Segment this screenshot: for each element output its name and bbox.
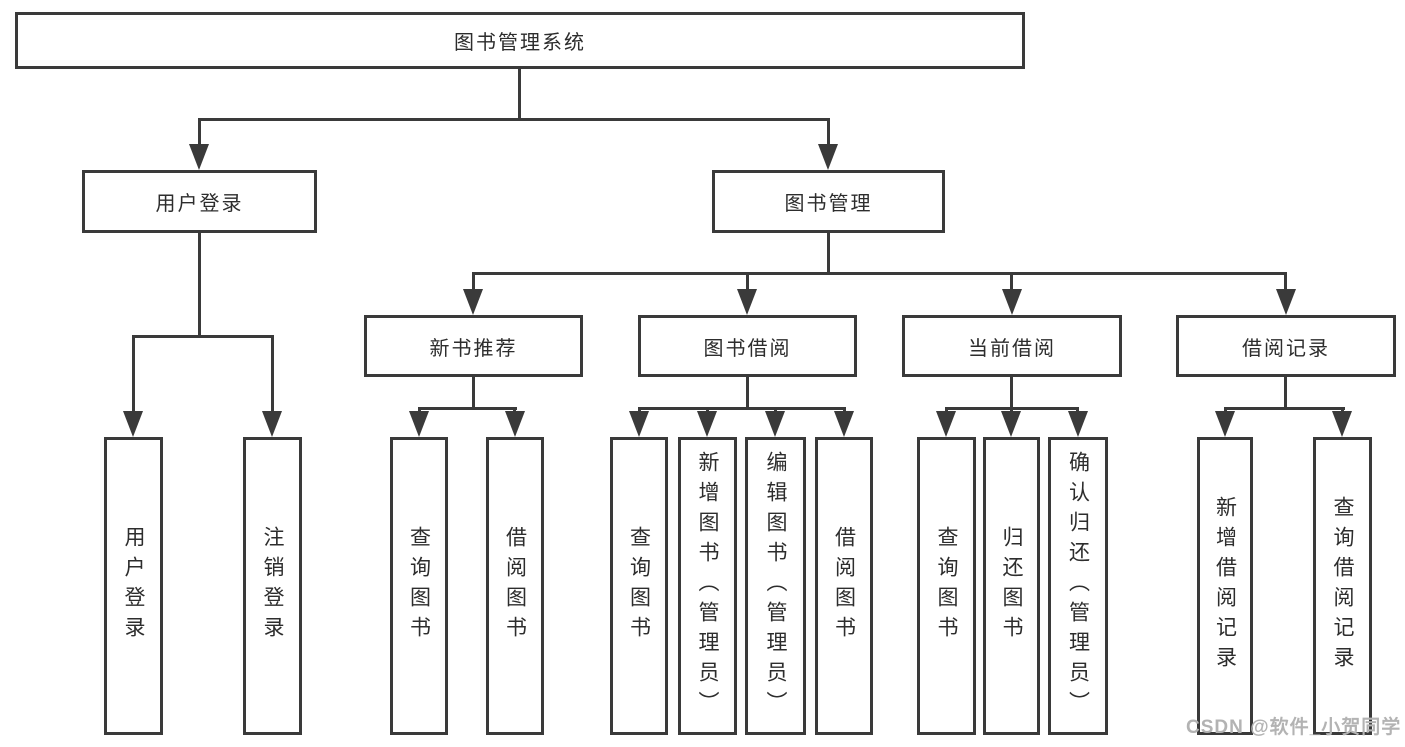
arrow-down-icon xyxy=(262,411,282,437)
arrow-down-icon xyxy=(189,144,209,170)
node-book-borrow: 图书借阅 xyxy=(638,315,857,377)
node-new-book-recommend: 新书推荐 xyxy=(364,315,583,377)
arrow-down-icon xyxy=(834,411,854,437)
arrow-down-icon xyxy=(409,411,429,437)
arrow-down-icon xyxy=(123,411,143,437)
connector-line xyxy=(518,68,521,118)
connector-line xyxy=(472,272,475,292)
connector-line xyxy=(827,118,830,148)
node-leaf-add-books-admin: 新增图书（管理员） xyxy=(678,437,737,735)
connector-line xyxy=(198,231,201,335)
node-user-login: 用户登录 xyxy=(82,170,317,233)
arrow-down-icon xyxy=(697,411,717,437)
connector-line xyxy=(746,272,749,292)
connector-line xyxy=(132,335,273,338)
arrow-down-icon xyxy=(1215,411,1235,437)
connector-line xyxy=(746,375,749,407)
connector-line xyxy=(1224,407,1345,410)
arrow-down-icon xyxy=(818,144,838,170)
node-leaf-add-borrow-record: 新增借阅记录 xyxy=(1197,437,1253,735)
node-leaf-query-books-3: 查询图书 xyxy=(917,437,976,735)
connector-line xyxy=(472,272,1287,275)
connector-line xyxy=(1284,375,1287,407)
node-leaf-query-borrow-record: 查询借阅记录 xyxy=(1313,437,1372,735)
connector-line xyxy=(198,118,830,121)
connector-line xyxy=(1010,375,1013,407)
node-leaf-user-login: 用户登录 xyxy=(104,437,163,735)
node-leaf-edit-books-admin: 编辑图书（管理员） xyxy=(745,437,806,735)
arrow-down-icon xyxy=(1001,411,1021,437)
node-borrow-records: 借阅记录 xyxy=(1176,315,1396,377)
arrow-down-icon xyxy=(629,411,649,437)
connector-line xyxy=(418,407,517,410)
node-root: 图书管理系统 xyxy=(15,12,1025,69)
node-leaf-query-books-1: 查询图书 xyxy=(390,437,448,735)
connector-line xyxy=(1284,272,1287,292)
node-current-borrow: 当前借阅 xyxy=(902,315,1122,377)
node-book-management: 图书管理 xyxy=(712,170,945,233)
csdn-watermark: CSDN @软件_小贺同学 xyxy=(1186,717,1402,738)
connector-line xyxy=(198,118,201,148)
arrow-down-icon xyxy=(765,411,785,437)
connector-line xyxy=(271,335,274,413)
arrow-down-icon xyxy=(936,411,956,437)
connector-line xyxy=(132,335,135,413)
connector-line xyxy=(827,231,830,272)
connector-line xyxy=(472,375,475,407)
arrow-down-icon xyxy=(1332,411,1352,437)
connector-line xyxy=(1010,272,1013,292)
arrow-down-icon xyxy=(1068,411,1088,437)
node-leaf-borrow-books-1: 借阅图书 xyxy=(486,437,544,735)
arrow-down-icon xyxy=(1276,289,1296,315)
node-leaf-borrow-books-2: 借阅图书 xyxy=(815,437,873,735)
arrow-down-icon xyxy=(737,289,757,315)
arrow-down-icon xyxy=(505,411,525,437)
arrow-down-icon xyxy=(1002,289,1022,315)
node-leaf-confirm-return-admin: 确认归还（管理员） xyxy=(1048,437,1108,735)
node-leaf-logout: 注销登录 xyxy=(243,437,302,735)
node-leaf-return-books: 归还图书 xyxy=(983,437,1040,735)
connector-line xyxy=(638,407,846,410)
node-leaf-query-books-2: 查询图书 xyxy=(610,437,668,735)
arrow-down-icon xyxy=(463,289,483,315)
